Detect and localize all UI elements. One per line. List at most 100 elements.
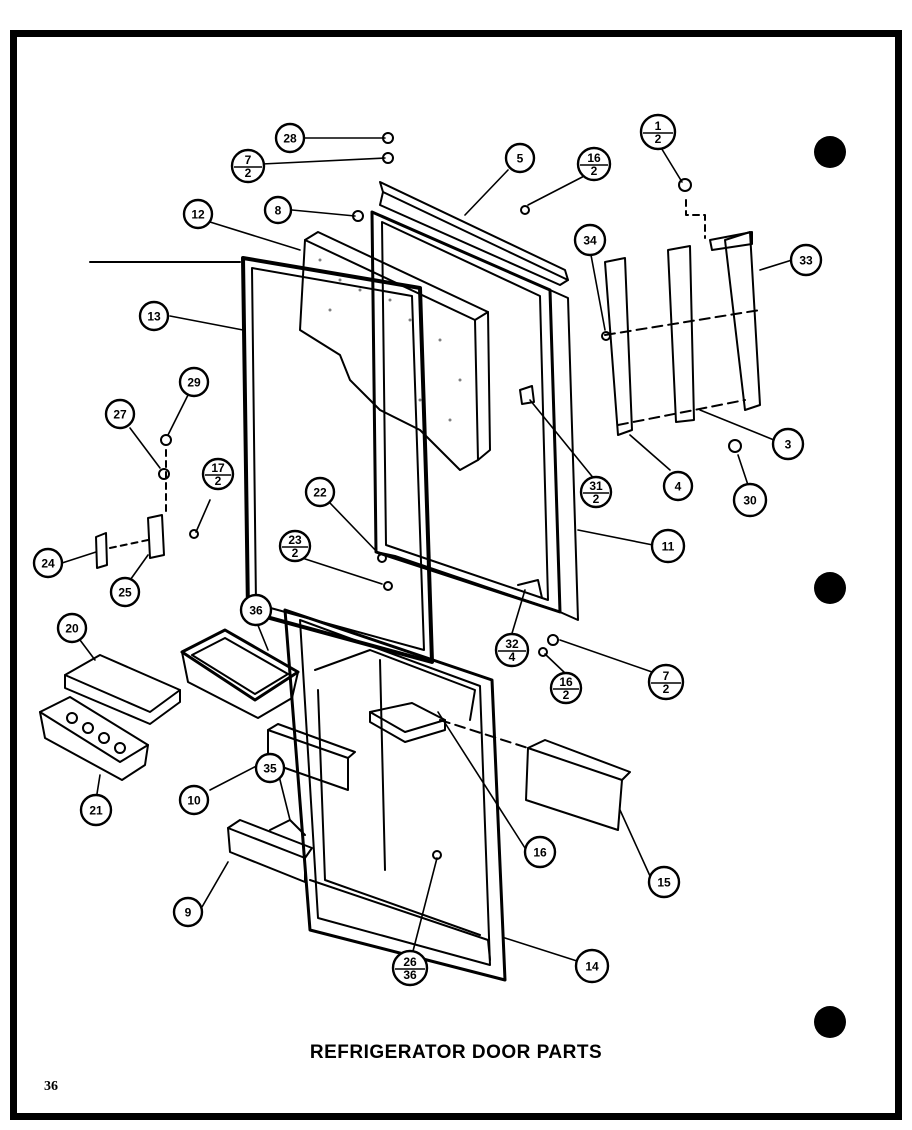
callout-number: 2	[245, 166, 252, 180]
callout-c11: 11	[650, 528, 686, 564]
callout-circle	[391, 949, 429, 987]
callout-number: 32	[505, 637, 519, 651]
callout-number: 25	[118, 586, 132, 600]
callout-number: 26	[403, 955, 417, 969]
callout-number: 11	[662, 540, 675, 554]
callout-c29: 29	[178, 366, 210, 398]
callout-circle	[254, 752, 286, 784]
callout-number: 1	[655, 119, 662, 133]
callout-circle	[647, 663, 685, 701]
callout-number: 3	[785, 438, 792, 452]
callout-number: 5	[517, 152, 524, 166]
callout-circle	[579, 475, 613, 509]
callout-circle	[576, 146, 612, 182]
callout-circle	[278, 529, 312, 563]
callout-number: 2	[663, 682, 670, 696]
callout-number: 16	[587, 151, 601, 165]
callout-circle	[650, 528, 686, 564]
callout-c32-4: 324	[494, 632, 530, 668]
dairy-dish	[180, 628, 300, 719]
callout-c16: 16	[523, 835, 557, 869]
callout-circle	[263, 195, 293, 225]
callout-circle	[732, 482, 768, 518]
callout-circle	[573, 223, 607, 257]
callout-circle	[304, 476, 336, 508]
callout-circle	[549, 671, 583, 705]
door-bin-10	[267, 723, 356, 791]
callout-number: 15	[657, 876, 671, 890]
callout-number: 29	[187, 376, 201, 390]
callout-c16-2b: 162	[549, 671, 583, 705]
callout-circle	[56, 612, 88, 644]
callout-c3: 3	[771, 427, 805, 461]
binder-hole	[814, 1006, 846, 1038]
door-outer-panel	[370, 210, 579, 621]
callout-circle	[138, 300, 170, 332]
callout-c7-2b: 72	[647, 663, 685, 701]
callout-circle	[172, 896, 204, 928]
callout-c1-2: 12	[639, 113, 677, 151]
callout-c35: 35	[254, 752, 286, 784]
diagram-title: REFRIGERATOR DOOR PARTS	[309, 1042, 603, 1063]
hinge-assembly	[95, 434, 172, 569]
callout-c30: 30	[732, 482, 768, 518]
handle-brackets	[604, 199, 761, 436]
callout-number: 2	[563, 688, 570, 702]
callout-c9: 9	[172, 896, 204, 928]
callout-circle	[32, 547, 64, 579]
callout-circle	[178, 784, 210, 816]
callout-number: 33	[799, 254, 813, 268]
callout-c8: 8	[263, 195, 293, 225]
callout-c36: 36	[239, 593, 273, 627]
callout-circle	[230, 148, 266, 184]
callout-c24: 24	[32, 547, 64, 579]
callout-number: 36	[403, 968, 417, 982]
binder-hole	[814, 572, 846, 604]
binder-hole	[814, 136, 846, 168]
callout-c25: 25	[109, 576, 141, 608]
callout-c13: 13	[138, 300, 170, 332]
callout-number: 30	[743, 494, 757, 508]
callout-number: 13	[147, 310, 161, 324]
callout-number: 2	[593, 492, 600, 506]
callout-number: 10	[187, 794, 201, 808]
callout-c4: 4	[662, 470, 694, 502]
callout-number: 27	[113, 408, 127, 422]
top-trim	[379, 181, 569, 286]
shelf-rail	[439, 719, 631, 831]
callout-number: 12	[191, 208, 205, 222]
callout-c34: 34	[573, 223, 607, 257]
callout-circle	[79, 793, 113, 827]
door-liner	[283, 608, 507, 982]
callout-number: 22	[313, 486, 327, 500]
callout-circle	[104, 398, 136, 430]
callout-c31-2: 312	[579, 475, 613, 509]
callout-c10: 10	[178, 784, 210, 816]
callout-number: 34	[583, 234, 597, 248]
callout-number: 2	[655, 132, 662, 146]
callout-c21: 21	[79, 793, 113, 827]
callout-number: 16	[559, 675, 573, 689]
callout-circle	[178, 366, 210, 398]
callout-c20: 20	[56, 612, 88, 644]
callout-number: 20	[65, 622, 79, 636]
callout-circle	[523, 835, 557, 869]
callout-number: 14	[585, 960, 599, 974]
callout-number: 2	[292, 546, 299, 560]
callout-number: 8	[275, 204, 282, 218]
callout-number: 31	[589, 479, 603, 493]
callout-number: 2	[591, 164, 598, 178]
door-gasket	[89, 256, 434, 664]
callout-c16-2a: 162	[576, 146, 612, 182]
page-number: 36	[44, 1079, 58, 1094]
callout-c17-2: 172	[201, 457, 235, 491]
callout-number: 21	[89, 804, 103, 818]
callout-c27: 27	[104, 398, 136, 430]
callout-c28a: 28	[274, 122, 306, 154]
callout-circle	[771, 427, 805, 461]
callout-number: 16	[533, 846, 547, 860]
callout-number: 35	[263, 762, 277, 776]
callout-circle	[574, 948, 610, 984]
